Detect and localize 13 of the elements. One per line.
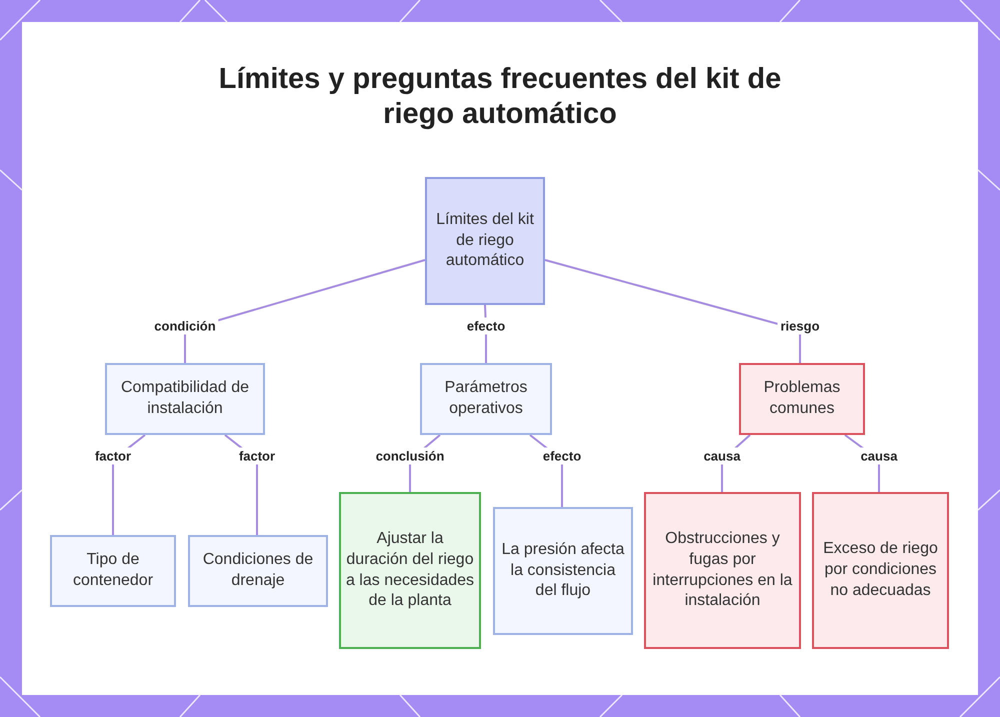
concept-box: Problemas comunes	[739, 363, 865, 435]
concept-box: Condiciones de drenaje	[188, 535, 328, 607]
concept-box: Ajustar la duración del riego a las necesidades de la planta	[339, 492, 481, 649]
concept-box: La presión afecta la consistencia del flujo	[493, 507, 633, 635]
concept-box: Parámetros operativos	[420, 363, 552, 435]
concept-box: Límites del kit de riego automático	[425, 177, 545, 305]
edge-label: causa	[858, 448, 900, 464]
concept-box: Obstrucciones y fugas por interrupciones en la instalación	[644, 492, 801, 649]
concept-box: Exceso de riego por condiciones no adecuadas	[812, 492, 949, 649]
concept-box: Tipo de contenedor	[50, 535, 176, 607]
concept-box: Compatibilidad de instalación	[105, 363, 265, 435]
connector-line	[544, 259, 801, 363]
diagram-title: Límites y preguntas frecuentes del kit de riego automático	[218, 62, 782, 132]
